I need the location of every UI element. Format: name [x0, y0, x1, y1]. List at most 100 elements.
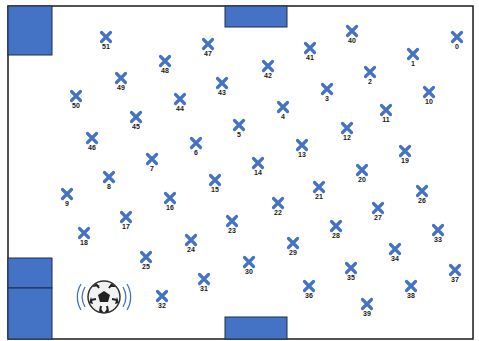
position-marker — [204, 40, 213, 49]
callout-number: 20 — [358, 176, 366, 184]
callout-number: 5 — [237, 131, 241, 139]
callout-number: 0 — [455, 43, 459, 51]
callout-number: 50 — [72, 102, 80, 110]
position-marker — [305, 282, 314, 291]
position-marker — [88, 134, 97, 143]
callout-number: 31 — [200, 285, 208, 293]
position-marker — [192, 139, 201, 148]
callout-number: 11 — [382, 116, 389, 124]
callout-number: 39 — [363, 310, 371, 318]
position-marker — [348, 27, 357, 36]
callout-number: 51 — [102, 43, 110, 51]
position-marker — [122, 213, 131, 222]
position-marker — [158, 292, 167, 301]
position-marker — [343, 124, 352, 133]
position-marker — [382, 106, 391, 115]
callout-number: 48 — [161, 67, 169, 75]
callout-number: 26 — [418, 197, 426, 205]
callout-number: 19 — [401, 157, 409, 165]
position-marker — [132, 113, 141, 122]
position-marker — [425, 88, 434, 97]
callout-number: 12 — [343, 134, 351, 142]
position-marker — [80, 229, 89, 238]
corner-block — [8, 288, 52, 339]
position-marker — [105, 173, 114, 182]
position-marker — [363, 300, 372, 309]
position-marker — [409, 50, 418, 59]
position-marker — [245, 258, 254, 267]
callout-number: 25 — [142, 263, 150, 271]
position-marker — [279, 103, 288, 112]
callout-number: 45 — [132, 123, 140, 131]
callout-number: 2 — [368, 78, 372, 86]
position-marker — [102, 33, 111, 42]
position-marker — [289, 239, 298, 248]
position-marker — [72, 92, 81, 101]
position-marker — [211, 176, 220, 185]
callout-number: 42 — [264, 72, 272, 80]
callout-number: 6 — [194, 149, 198, 157]
callout-number: 33 — [434, 236, 442, 244]
position-marker — [451, 266, 460, 275]
position-marker — [176, 95, 185, 104]
callout-number: 44 — [176, 105, 184, 113]
position-marker — [332, 222, 341, 231]
position-marker — [254, 159, 263, 168]
callout-number: 10 — [425, 98, 433, 106]
position-marker — [391, 245, 400, 254]
position-marker — [117, 74, 126, 83]
callout-number: 15 — [211, 186, 219, 194]
position-marker — [374, 204, 383, 213]
position-marker — [161, 57, 170, 66]
goal — [225, 317, 287, 339]
position-marker — [166, 194, 175, 203]
callout-number: 13 — [298, 151, 306, 159]
field-border — [8, 6, 473, 339]
position-marker — [264, 62, 273, 71]
callout-number: 9 — [65, 200, 69, 208]
callout-number: 27 — [374, 214, 382, 222]
callout-number: 49 — [117, 84, 125, 92]
callout-number: 28 — [332, 232, 340, 240]
callout-number: 47 — [204, 50, 212, 58]
callout-number: 16 — [166, 204, 174, 212]
goal — [8, 258, 52, 288]
callout-number: 37 — [451, 276, 459, 284]
corner-block — [8, 6, 52, 55]
position-marker — [315, 183, 324, 192]
callout-number: 3 — [325, 95, 329, 103]
callout-number: 30 — [245, 268, 253, 276]
callout-number: 18 — [80, 239, 88, 247]
callout-number: 41 — [306, 54, 314, 62]
position-marker — [187, 236, 196, 245]
position-marker — [200, 275, 209, 284]
goal — [225, 6, 287, 27]
position-marker — [453, 33, 462, 42]
callout-number: 8 — [107, 183, 111, 191]
callout-number: 23 — [228, 227, 236, 235]
position-marker — [347, 264, 356, 273]
soccer-ball — [77, 281, 130, 313]
callout-number: 35 — [347, 274, 355, 282]
callout-number: 40 — [348, 37, 356, 45]
callout-number: 1 — [411, 60, 415, 68]
position-marker — [228, 217, 237, 226]
callout-number: 38 — [407, 292, 415, 300]
callout-number: 17 — [122, 223, 130, 231]
position-marker — [274, 199, 283, 208]
position-marker — [358, 166, 367, 175]
position-marker — [235, 121, 244, 130]
position-marker — [63, 190, 72, 199]
callout-number: 46 — [88, 144, 96, 152]
callout-number: 36 — [305, 292, 313, 300]
callout-number: 43 — [218, 89, 226, 97]
callout-number: 22 — [274, 209, 282, 217]
callout-number: 32 — [158, 302, 166, 310]
position-marker — [434, 226, 443, 235]
position-marker — [306, 44, 315, 53]
callout-number: 14 — [254, 169, 262, 177]
callout-number: 21 — [315, 193, 323, 201]
position-marker — [148, 155, 157, 164]
position-marker — [298, 141, 307, 150]
